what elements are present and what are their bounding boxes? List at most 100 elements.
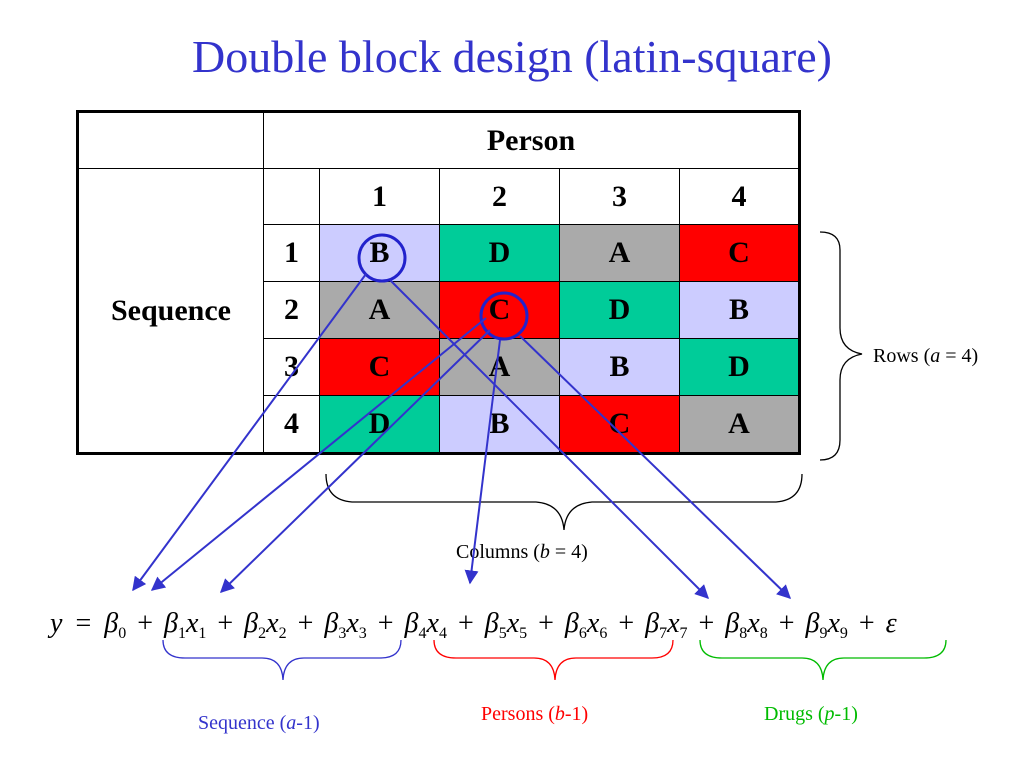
equation-plus: + [217,608,233,639]
grid-cell: D [319,395,440,454]
highlight-circle-c [479,291,529,341]
grid-cell: A [679,395,800,454]
persons-label-var: b [554,703,565,725]
arrow [464,339,501,585]
drugs-label-var: p [824,703,835,725]
equation-beta: β [163,608,178,639]
column-number: 4 [679,168,800,225]
equation-beta: β [243,608,258,639]
equation-plus: + [618,608,634,639]
columns-label: Columns (b = 4) [456,541,588,564]
grid-cell: A [439,338,560,396]
persons-label-prefix: Persons ( [481,703,555,725]
equation-subscript: 5 [519,625,527,642]
arrows [132,273,792,599]
person-header: Person [263,111,800,169]
equation-beta: β [804,608,819,639]
regression-equation: y = β0 + β1x1 + β2x2 + β3x3 + β4x4 + β5x… [47,608,897,645]
equation-plus: + [298,608,314,639]
equation-subscript: 8 [760,625,768,642]
arrow [219,329,491,593]
blank-header-cell [263,168,320,225]
grid-cell: B [439,395,560,454]
drugs-label-suffix: -1) [834,703,858,725]
rows-label-var: a [930,345,941,367]
column-number: 2 [439,168,560,225]
arrow [132,273,367,592]
equation-subscript: 1 [178,625,186,642]
equation-plus: + [699,608,715,639]
equation-subscript: 8 [739,625,747,642]
grid-cell: C [319,338,440,396]
row-number: 4 [263,395,320,454]
grid-cell: B [559,338,680,396]
equation-beta: β [323,608,338,639]
persons-label-suffix: -1) [564,703,589,725]
persons-brace [433,639,674,681]
sequence-label-suffix: -1) [296,712,320,734]
equation-x: x [345,608,359,639]
equation-x: x [185,608,199,639]
equation-error: ε [886,608,897,639]
equation-x: x [746,608,760,639]
equation-subscript: 7 [680,625,688,642]
columns-label-suffix: = 4) [549,541,588,563]
equation-subscript: 6 [599,625,607,642]
equation-subscript: 9 [840,625,848,642]
equation-subscript: 6 [579,625,587,642]
equation-beta: β [564,608,579,639]
grid-cell: C [439,281,560,339]
column-number: 3 [559,168,680,225]
equation-plus: + [378,608,394,639]
drugs-label: Drugs (p-1) [764,703,858,726]
rows-brace [819,231,863,461]
grid-cell: D [679,338,800,396]
column-number: 1 [319,168,440,225]
equation-subscript: 0 [118,625,126,642]
equation-subscript: 5 [499,625,507,642]
grid-cell: B [679,281,800,339]
columns-label-prefix: Columns ( [456,541,540,563]
arrow [150,317,487,591]
grid-cell: D [559,281,680,339]
equation-subscript: 4 [419,625,427,642]
columns-brace [325,473,803,531]
row-number: 1 [263,224,320,282]
grid-cell: C [679,224,800,282]
equation-plus: + [137,608,153,639]
equation-subscript: 3 [359,625,367,642]
equation-plus: + [538,608,554,639]
equation-subscript: 3 [338,625,346,642]
equation-plus: + [458,608,474,639]
drugs-brace [699,639,947,681]
equation-lhs: y [47,608,63,639]
equation-subscript: 9 [819,625,827,642]
sequence-label-prefix: Sequence ( [198,712,287,734]
highlight-circle-b [357,233,407,283]
equation-beta: β [103,608,118,639]
arrow [519,335,792,599]
arrow [389,279,709,599]
equation-beta: β [404,608,419,639]
sequence-label-var: a [286,712,297,734]
slide-title: Double block design (latin-square) [192,31,832,82]
equation-plus: + [779,608,795,639]
latin-square-table: Person Sequence 1 2 3 4 1 B D A C 2 A C … [76,110,801,455]
equation-x: x [265,608,279,639]
equation-x: x [826,608,840,639]
equation-x: x [666,608,680,639]
rows-label: Rows (a = 4) [873,345,978,368]
sequence-brace [162,639,402,681]
equation-subscript: 1 [198,625,206,642]
drugs-label-prefix: Drugs ( [764,703,825,725]
grid-cell: C [559,395,680,454]
columns-label-var: b [539,541,550,563]
sequence-label: Sequence (a-1) [198,712,320,735]
grid-cell: A [559,224,680,282]
equation-beta: β [644,608,659,639]
equation-beta: β [484,608,499,639]
equation-x: x [426,608,440,639]
equation-subscript: 2 [279,625,287,642]
equation-subscript: 2 [258,625,266,642]
